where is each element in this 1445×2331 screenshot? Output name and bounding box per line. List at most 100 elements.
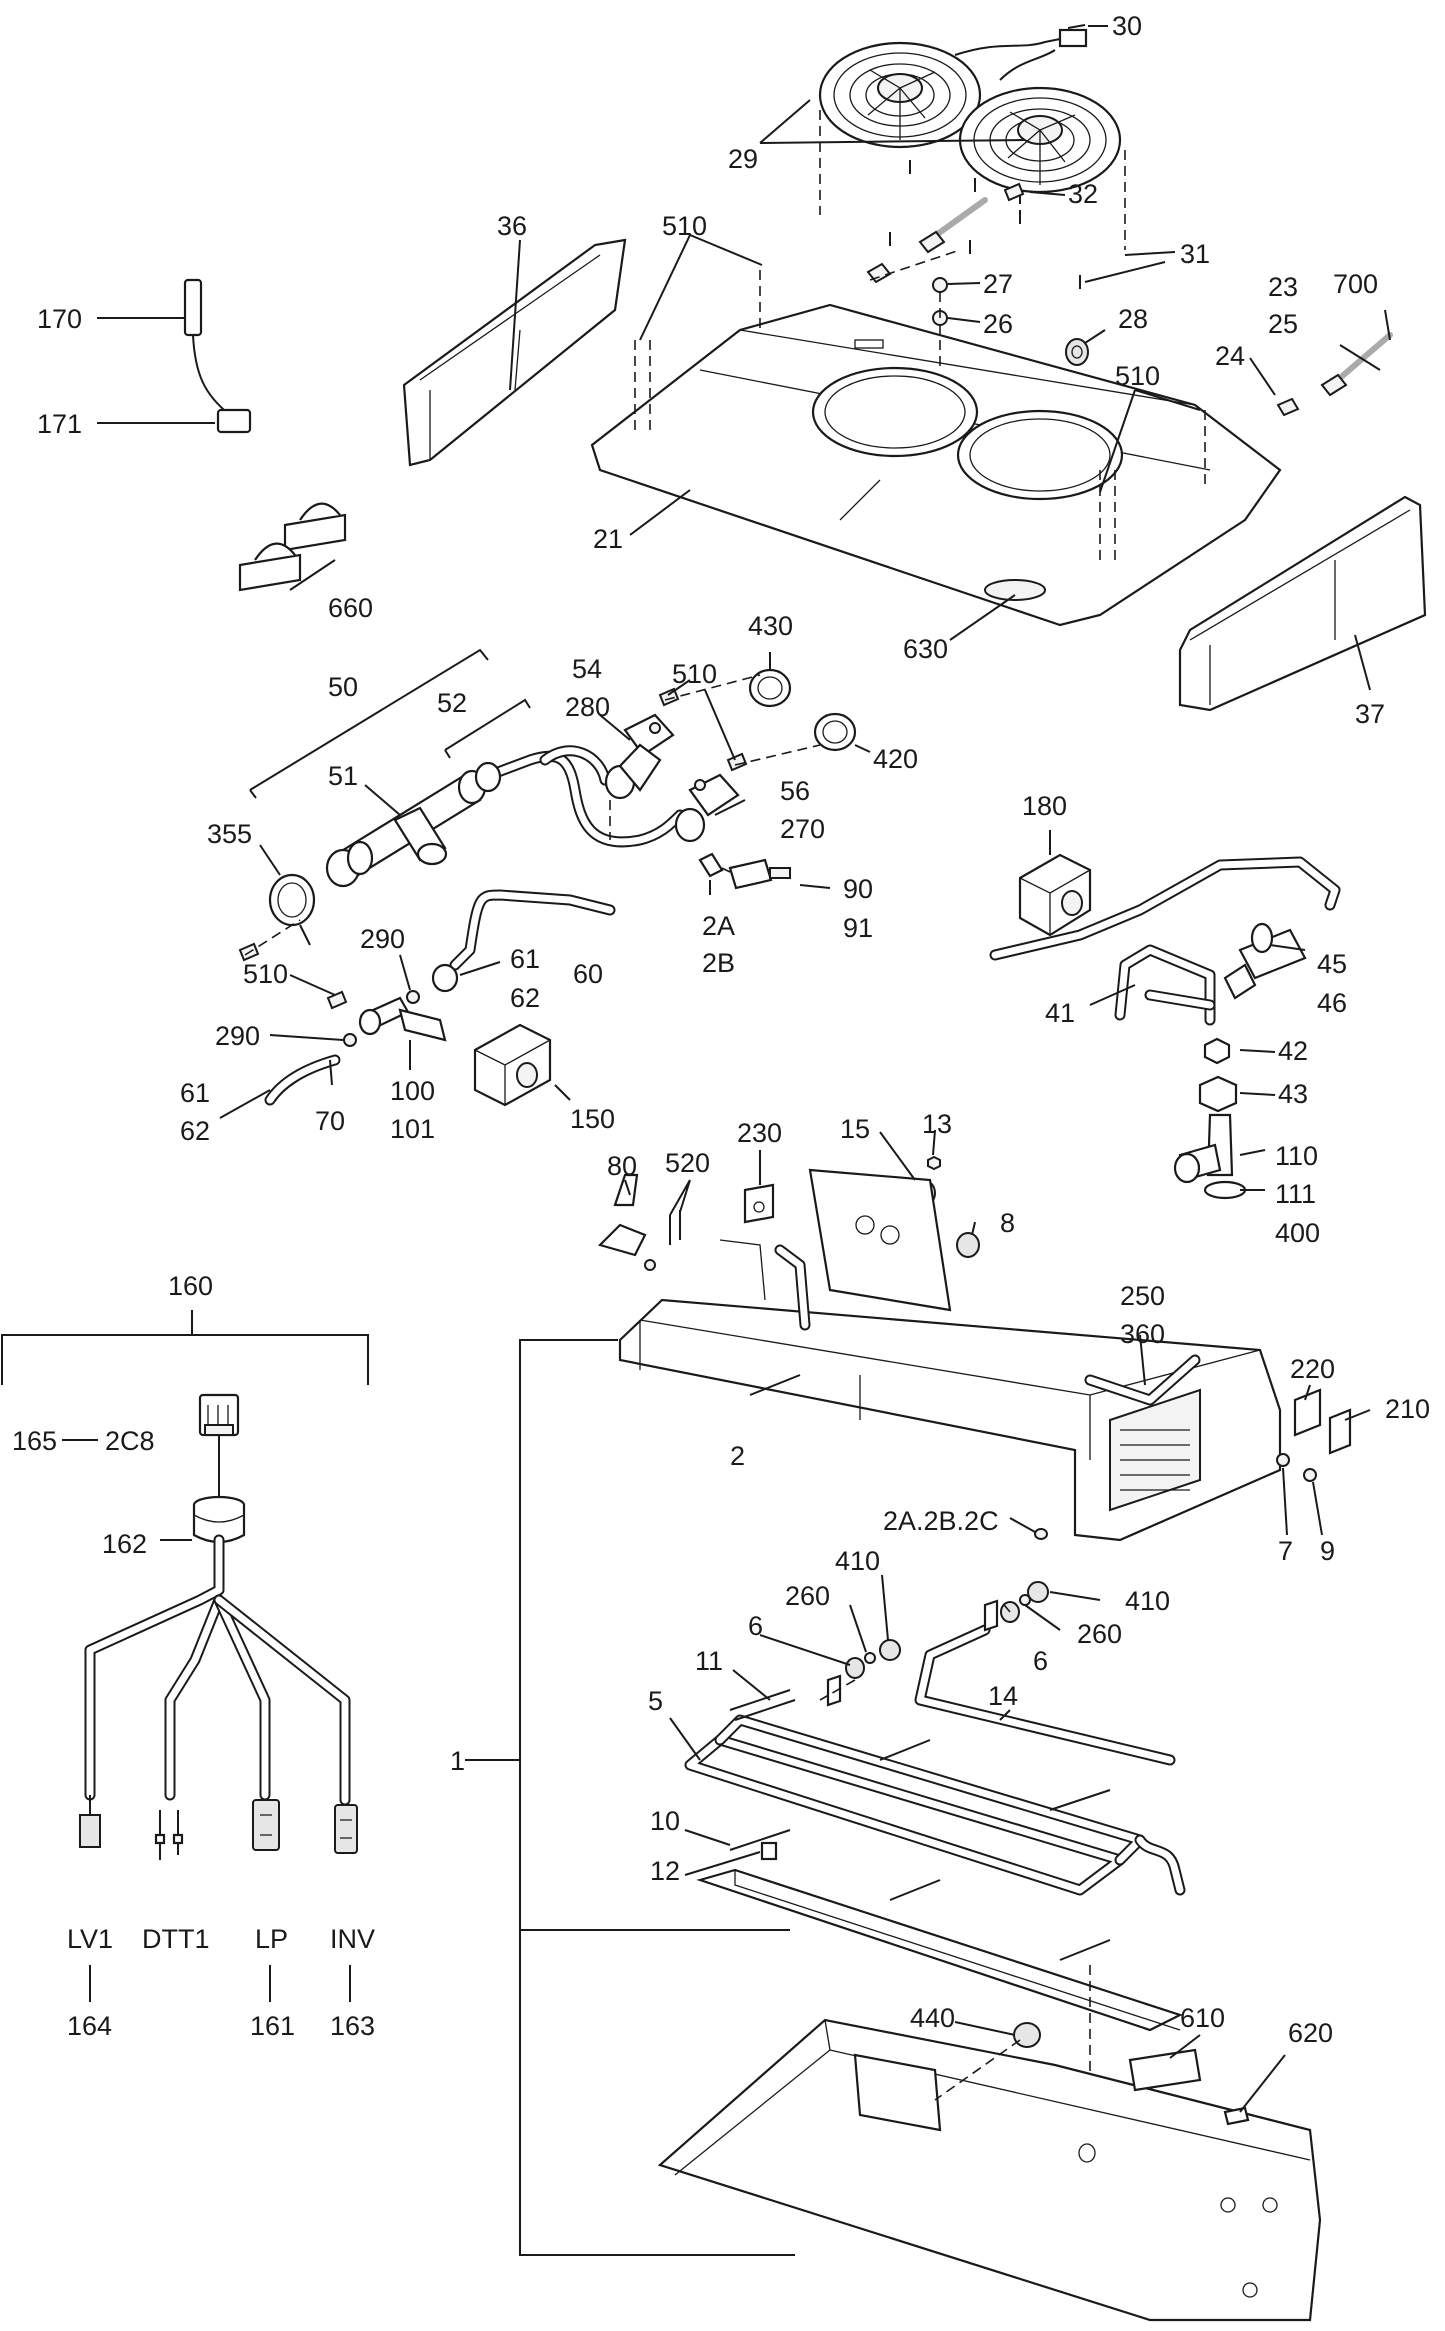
callout-13: 13 (922, 1109, 952, 1139)
nut-26-27 (866, 262, 948, 326)
mount-80-520 (597, 1173, 681, 1271)
callout-24: 24 (1215, 341, 1245, 371)
callout-150: 150 (570, 1104, 615, 1134)
leader-lines (62, 24, 1391, 2113)
screws-31-32 (889, 160, 1081, 289)
callout-32: 32 (1068, 179, 1098, 209)
callout-21: 21 (593, 524, 623, 554)
callout-labels: 30 29 32 31 36 510 27 26 28 23 25 700 24… (12, 11, 1430, 2048)
callout-11: 11 (695, 1646, 723, 1676)
bottom-panel (657, 2018, 1322, 2322)
callout-510-piping-left: 510 (243, 959, 288, 989)
callout-10: 10 (650, 1806, 680, 1836)
callout-400: 400 (1275, 1218, 1320, 1248)
callout-161: 161 (250, 2011, 295, 2041)
gasket-420 (813, 712, 857, 752)
callout-8: 8 (1000, 1208, 1015, 1238)
callout-620: 620 (1288, 2018, 1333, 2048)
callout-14: 14 (988, 1681, 1018, 1711)
callout-30: 30 (1112, 11, 1142, 41)
fitting-2A-2B-90-91 (698, 852, 791, 890)
callout-360: 360 (1120, 1319, 1165, 1349)
gasket-430 (748, 668, 792, 708)
callout-440: 440 (910, 2003, 955, 2033)
piping-mount-lines (244, 674, 821, 956)
fittings-410-260-6 (826, 1581, 1049, 1707)
end-cap-36 (402, 238, 627, 467)
callout-430: 430 (748, 611, 793, 641)
callout-70: 70 (315, 1106, 345, 1136)
harness-bracket-160 (1, 1310, 369, 1385)
valve-110-111-400 (1173, 1113, 1247, 1200)
callout-61-upper: 61 (510, 944, 540, 974)
callout-46: 46 (1317, 988, 1347, 1018)
callout-520: 520 (665, 1148, 710, 1178)
callout-270: 270 (780, 814, 825, 844)
tube-41 (989, 856, 1341, 1026)
tube-70 (264, 1054, 341, 1106)
callout-12: 12 (650, 1856, 680, 1886)
fitting-42-43 (1198, 1037, 1238, 1113)
fan-connector-30 (954, 28, 1088, 81)
callout-510-cover-right: 510 (1115, 361, 1160, 391)
callout-2: 2 (730, 1441, 745, 1471)
callout-6-right: 6 (1033, 1646, 1048, 1676)
callout-165: 165 (12, 1426, 57, 1456)
valve-100-101 (358, 996, 447, 1042)
callout-36: 36 (497, 211, 527, 241)
callout-25: 25 (1268, 309, 1298, 339)
callout-27: 27 (983, 269, 1013, 299)
brackets-210-220 (1276, 1388, 1352, 1482)
heater-mount-lines (819, 1599, 1091, 2080)
callout-91: 91 (843, 913, 873, 943)
plug-8 (956, 1232, 980, 1258)
callout-510-piping-top: 510 (672, 659, 717, 689)
end-cap-37 (1178, 495, 1427, 712)
valve-54-280 (604, 713, 675, 800)
cover-mount-lines (634, 249, 1206, 560)
harness-wires (84, 1534, 351, 1806)
clips-660 (238, 502, 347, 592)
valve-45-46 (1223, 922, 1307, 1000)
grommet-mount-line (934, 2039, 1021, 2101)
callout-DTT1: DTT1 (142, 1924, 210, 1954)
callout-163: 163 (330, 2011, 375, 2041)
clamp-355 (268, 873, 316, 946)
callout-260-left: 260 (785, 1581, 830, 1611)
callout-51: 51 (328, 761, 358, 791)
grommet-28 (1065, 338, 1089, 366)
callout-2C8: 2C8 (105, 1426, 155, 1456)
valve-56-270 (674, 773, 740, 843)
callout-52: 52 (437, 688, 467, 718)
top-cover-21 (590, 303, 1282, 627)
fan-mount-line (819, 110, 1126, 250)
callout-160: 160 (168, 1271, 213, 1301)
condenser-fan-29-right (958, 86, 1122, 194)
callout-260-right: 260 (1077, 1619, 1122, 1649)
callout-90: 90 (843, 874, 873, 904)
callout-290-lower: 290 (215, 1021, 260, 1051)
callout-210: 210 (1385, 1394, 1430, 1424)
connector-INV (334, 1804, 358, 1854)
suction-tube-52 (474, 745, 686, 848)
callout-26: 26 (983, 309, 1013, 339)
callout-LV1: LV1 (67, 1924, 113, 1954)
callout-162: 162 (102, 1529, 147, 1559)
callout-100: 100 (390, 1076, 435, 1106)
condenser-fan-29-left (818, 41, 982, 149)
callout-110: 110 (1275, 1141, 1318, 1171)
connector-LP (252, 1799, 280, 1851)
callout-62-lower: 62 (180, 1116, 210, 1146)
evaporator-coil (1084, 1354, 1201, 1512)
callout-355: 355 (207, 819, 252, 849)
tube-14 (914, 1624, 1176, 1766)
callout-164: 164 (67, 2011, 112, 2041)
grommet-162 (192, 1495, 246, 1544)
callout-INV: INV (330, 1924, 375, 1954)
solenoid-coil-150 (473, 1023, 552, 1107)
callout-LP: LP (255, 1924, 288, 1954)
callout-250: 250 (1120, 1281, 1165, 1311)
fitting-2A2B2C (1034, 1528, 1048, 1540)
connector-LV1 (79, 1795, 101, 1848)
